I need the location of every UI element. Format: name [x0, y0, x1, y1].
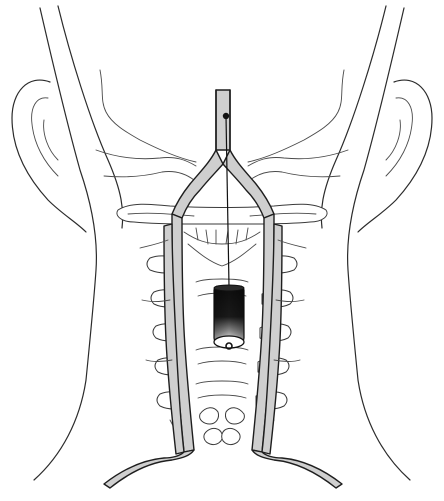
thyroid-cartilage: [184, 228, 260, 266]
wire-tip-marker: [223, 113, 229, 119]
right-carotid-artery: [252, 214, 342, 488]
right-ear: [358, 80, 432, 232]
upper-vessel-trunk: [216, 90, 230, 150]
cylindrical-probe-device: [214, 285, 244, 349]
left-neck-outline: [34, 6, 123, 480]
hyoid-bone: [117, 204, 327, 224]
right-neck-outline: [321, 6, 410, 480]
left-ear: [12, 80, 86, 232]
left-carotid-artery: [104, 214, 194, 488]
